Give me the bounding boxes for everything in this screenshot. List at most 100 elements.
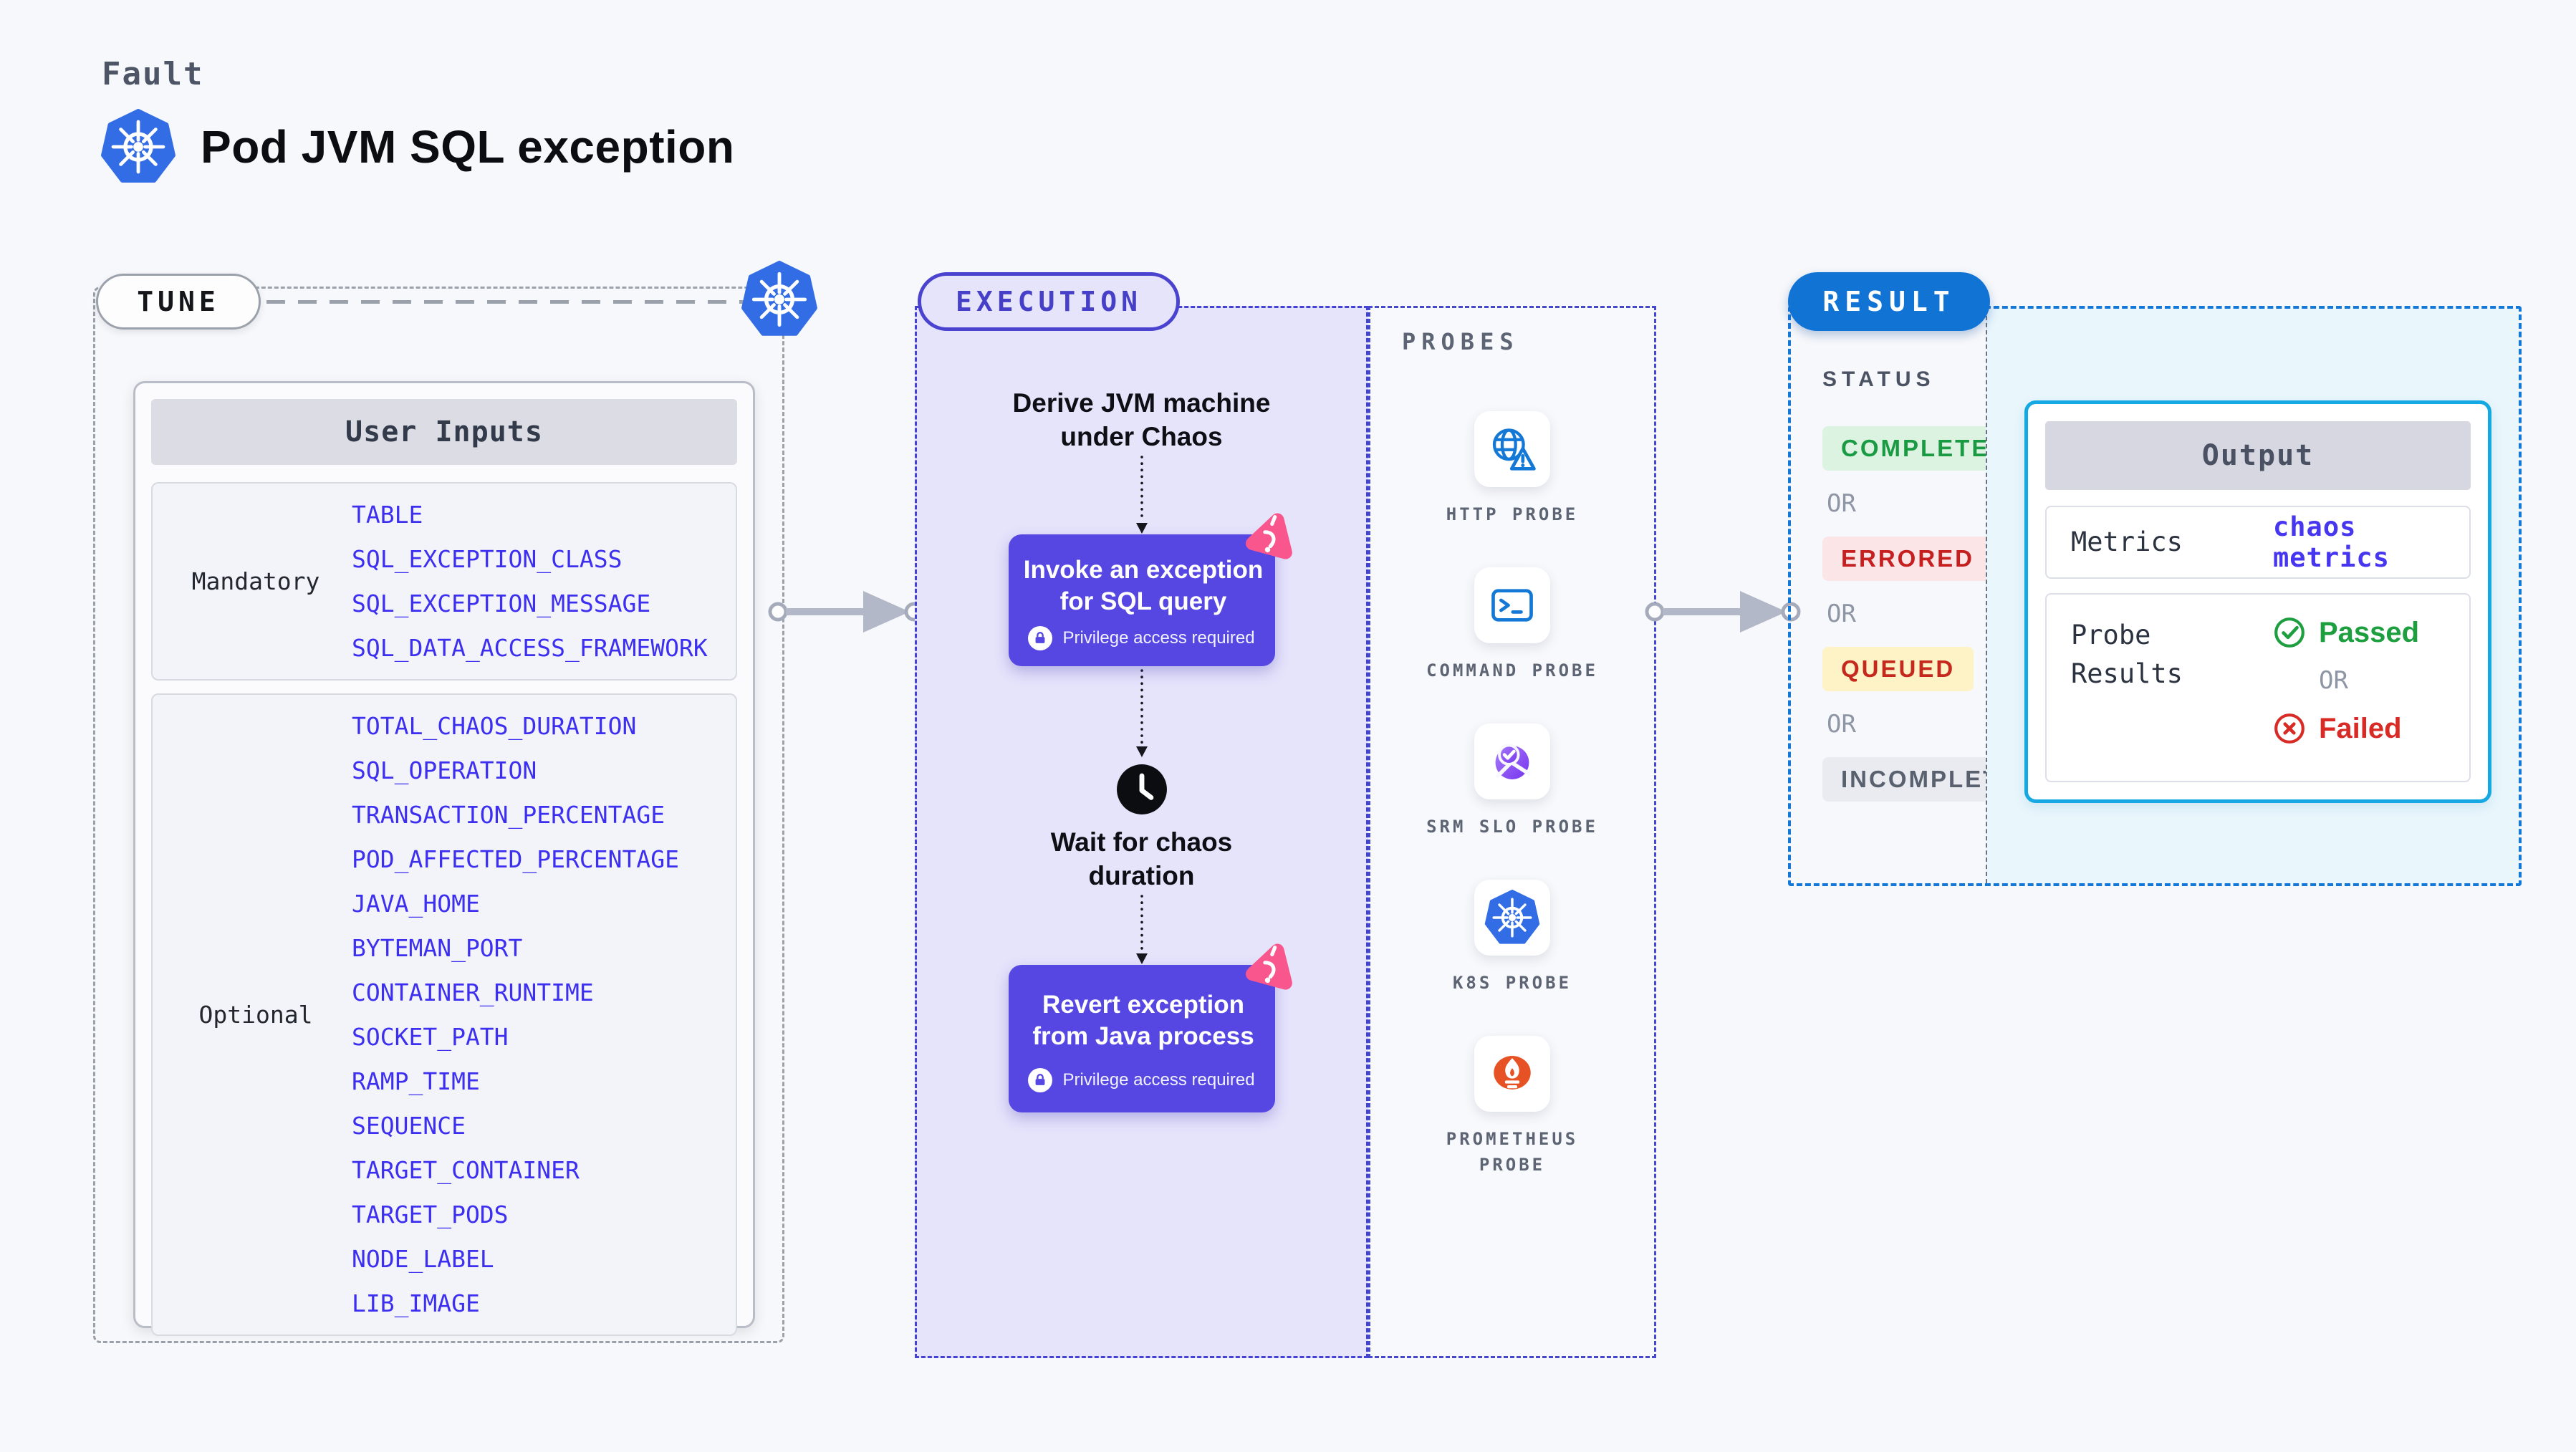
param-name: SQL_DATA_ACCESS_FRAMEWORK [352, 634, 708, 662]
passed-label: Passed [2319, 616, 2420, 648]
metrics-label: Metrics [2071, 527, 2183, 558]
wait-step-label: Wait for chaos duration [1050, 827, 1233, 891]
probe-label: PROMETHEUS PROBE [1446, 1129, 1579, 1175]
output-card: Output Metrics chaos metrics Probe Resul… [2024, 400, 2491, 803]
param-name: SEQUENCE [352, 1112, 466, 1140]
kubernetes-icon [100, 109, 176, 185]
metrics-row: Metrics chaos metrics [2045, 506, 2471, 579]
probe-card [1474, 880, 1550, 956]
flow-arrow-down [1135, 669, 1148, 757]
output-header: Output [2045, 421, 2471, 490]
status-column: STATUS COMPLETED OR ERRORED OR QUEUED OR… [1791, 309, 2056, 883]
param-name: TRANSACTION_PERCENTAGE [352, 801, 665, 829]
probe-label: HTTP PROBE [1446, 504, 1579, 524]
result-pill: RESULT [1788, 272, 1990, 331]
failed-line: Failed [2273, 712, 2419, 745]
revert-node-title: Revert exception from Java process [1032, 990, 1254, 1050]
probe-list: HTTP PROBE COMMAND PROBE [1423, 411, 1602, 1178]
probe-item-k8s: K8S PROBE [1423, 880, 1602, 996]
probes-section: PROBES HTTP PROBE [1368, 306, 1656, 1358]
probe-label: SRM SLO PROBE [1426, 817, 1598, 837]
user-inputs-table: User Inputs Mandatory TABLE SQL_EXCEPTION… [133, 381, 755, 1336]
param-name: TARGET_PODS [352, 1201, 509, 1229]
flow-arrow-down [1135, 455, 1148, 534]
status-list: COMPLETED OR ERRORED OR QUEUED OR INCOMP… [1822, 426, 2056, 802]
param-name: TARGET_CONTAINER [352, 1156, 580, 1184]
probe-results-row: Probe Results Passed OR [2045, 593, 2471, 782]
or-label: OR [1827, 600, 1856, 628]
globe-alert-icon [1492, 428, 1536, 471]
param-name: POD_AFFECTED_PERCENTAGE [352, 845, 679, 873]
revert-exception-node: Revert exception from Java process Privi… [1008, 965, 1275, 1112]
invoke-node-title: Invoke an exception for SQL query [1023, 555, 1264, 615]
derive-step-label: Derive JVM machine under Chaos [1012, 388, 1271, 452]
fault-eyebrow: Fault [102, 56, 204, 92]
param-name: LIB_IMAGE [352, 1289, 480, 1317]
result-section: STATUS COMPLETED OR ERRORED OR QUEUED OR… [1788, 306, 2522, 886]
param-name: BYTEMAN_PORT [352, 934, 523, 962]
param-name: SQL_EXCEPTION_MESSAGE [352, 590, 651, 617]
param-name: RAMP_TIME [352, 1067, 480, 1095]
lock-icon [1028, 1067, 1053, 1092]
invoke-exception-node: Invoke an exception for SQL query Privil… [1008, 534, 1275, 666]
probe-item-http: HTTP PROBE [1423, 411, 1602, 527]
mandatory-group: Mandatory TABLE SQL_EXCEPTION_CLASS SQL_EX… [151, 482, 737, 681]
or-label: OR [2319, 666, 2348, 695]
probe-card [1474, 567, 1550, 643]
probe-results-label: Probe Results [2071, 620, 2183, 689]
param-name: NODE_LABEL [352, 1245, 494, 1273]
probe-label: COMMAND PROBE [1426, 660, 1598, 681]
tune-to-execution-arrow [768, 586, 924, 638]
metrics-value: chaos metrics [2273, 511, 2390, 573]
mandatory-label: Mandatory [191, 567, 320, 595]
execution-flow: Derive JVM machine under Chaos Invoke an… [915, 306, 1368, 1358]
user-inputs-header: User Inputs [151, 399, 737, 465]
kubernetes-icon [1484, 890, 1540, 946]
status-badge: ERRORED [1822, 537, 1994, 581]
status-badge: QUEUED [1822, 647, 1974, 691]
mandatory-params: TABLE SQL_EXCEPTION_CLASS SQL_EXCEPTION_ME… [352, 501, 729, 662]
tune-pill: TUNE [96, 274, 261, 330]
probe-label: K8S PROBE [1452, 973, 1572, 993]
probe-item-prometheus: PROMETHEUS PROBE [1423, 1036, 1602, 1178]
probe-item-srm-slo: SRM SLO PROBE [1423, 723, 1602, 840]
execution-section [915, 306, 1368, 1358]
tune-kubernetes-connector [266, 300, 745, 304]
optional-label: Optional [198, 1001, 313, 1029]
probes-title: PROBES [1402, 328, 1519, 355]
probe-card [1474, 411, 1550, 487]
clock-icon [1116, 764, 1167, 814]
or-label: OR [1827, 710, 1856, 739]
privilege-row: Privilege access required [1020, 1067, 1264, 1092]
param-name: TABLE [352, 501, 423, 529]
check-circle-icon [2274, 617, 2305, 648]
tune-section [93, 287, 784, 1343]
lock-icon [1028, 625, 1053, 650]
slo-gauge-icon [1495, 744, 1532, 779]
output-area: Output Metrics chaos metrics Probe Resul… [1986, 309, 2519, 883]
kubernetes-icon [741, 261, 818, 338]
execution-to-result-arrow [1645, 586, 1801, 638]
probe-item-command: COMMAND PROBE [1423, 567, 1602, 683]
param-name: CONTAINER_RUNTIME [352, 979, 594, 1006]
param-name: SQL_EXCEPTION_CLASS [352, 545, 623, 573]
privilege-label: Privilege access required [1062, 628, 1255, 648]
terminal-icon [1491, 589, 1533, 622]
title-row: Pod JVM SQL exception [100, 109, 734, 185]
execution-pill: EXECUTION [918, 272, 1180, 331]
status-title: STATUS [1822, 367, 1936, 391]
privilege-label: Privilege access required [1062, 1069, 1255, 1090]
flow-arrow-down [1135, 894, 1148, 964]
param-name: JAVA_HOME [352, 890, 480, 918]
prometheus-flame-icon [1494, 1056, 1531, 1090]
param-name: TOTAL_CHAOS_DURATION [352, 712, 637, 740]
param-name: SOCKET_PATH [352, 1023, 509, 1051]
failed-label: Failed [2319, 712, 2402, 744]
privilege-row: Privilege access required [1020, 625, 1264, 650]
or-label: OR [1827, 489, 1856, 518]
probe-card [1474, 723, 1550, 799]
probe-results-values: Passed OR Failed [2273, 616, 2419, 759]
